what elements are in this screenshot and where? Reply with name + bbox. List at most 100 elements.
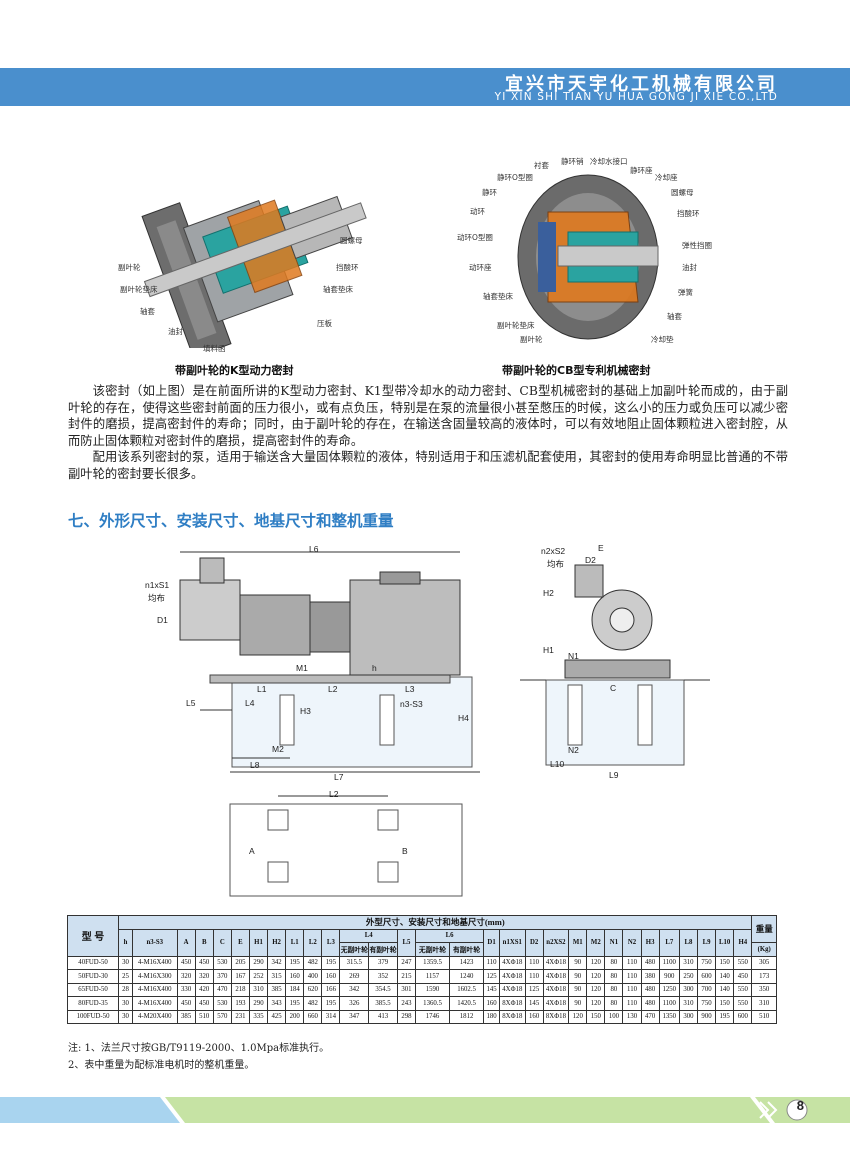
table-cell: 470 bbox=[212, 982, 232, 997]
company-name-en: YI XIN SHI TIAN YU HUA GONG JI XIE CO.,L… bbox=[494, 91, 778, 103]
table-cell: 30 bbox=[118, 955, 133, 970]
callout-label: 动环O型圈 bbox=[457, 233, 493, 242]
callout-label: 圆螺母 bbox=[340, 236, 363, 245]
col-l7: L7 bbox=[658, 928, 680, 957]
table-cell: 352 bbox=[368, 969, 398, 984]
table-cell: 310 bbox=[248, 982, 269, 997]
table-cell: 90 bbox=[568, 955, 588, 970]
table-cell: 370 bbox=[212, 969, 232, 984]
table-cell: 900 bbox=[696, 1009, 717, 1024]
callout-label: 动环 bbox=[470, 207, 485, 216]
model-cell: 50FUD-30 bbox=[66, 969, 120, 984]
company-name-cn: 宜兴市天宇化工机械有限公司 bbox=[505, 74, 778, 95]
table-cell: 1100 bbox=[658, 955, 680, 970]
table-cell: 750 bbox=[696, 996, 717, 1011]
table-cell: 385.5 bbox=[368, 996, 398, 1011]
group-header: 外型尺寸、安装尺寸和地基尺寸(mm) bbox=[118, 915, 753, 930]
table-cell: 530 bbox=[212, 955, 232, 970]
dimension-label: L8 bbox=[250, 760, 260, 770]
col-n2: N2 bbox=[622, 928, 642, 957]
callout-label: 冷却座 bbox=[655, 173, 678, 182]
dimension-label: L3 bbox=[405, 684, 415, 694]
dimension-label: L2 bbox=[328, 684, 338, 694]
callout-label: 副叶轮 bbox=[520, 335, 543, 344]
section-title: 七、外形尺寸、安装尺寸、地基尺寸和整机重量 bbox=[68, 512, 394, 530]
table-cell: 510 bbox=[194, 1009, 214, 1024]
callout-label: 油封 bbox=[682, 263, 697, 272]
col-h3: H3 bbox=[640, 928, 660, 957]
note-line: 注: 1、法兰尺寸按GB/T9119-2000、1.0Mpa标准执行。 bbox=[68, 1043, 330, 1054]
col-l6-with: 有副叶轮 bbox=[449, 942, 485, 957]
table-cell: 480 bbox=[640, 982, 660, 997]
notes: 注: 1、法兰尺寸按GB/T9119-2000、1.0Mpa标准执行。 2、表中… bbox=[68, 1040, 329, 1074]
table-cell: 342 bbox=[267, 955, 287, 970]
dimension-label: H3 bbox=[300, 706, 311, 716]
callout-label: 弹性挡圈 bbox=[682, 241, 712, 250]
table-cell: 298 bbox=[396, 1009, 417, 1024]
table-cell: 30 bbox=[118, 1009, 133, 1024]
col-h4: H4 bbox=[733, 928, 753, 957]
table-cell: 8XΦ18 bbox=[499, 996, 526, 1011]
table-cell: 700 bbox=[696, 982, 717, 997]
callout-label: 弹簧 bbox=[678, 288, 693, 297]
col-h: h bbox=[118, 928, 133, 957]
table-cell: 450 bbox=[176, 996, 196, 1011]
col-l8: L8 bbox=[678, 928, 698, 957]
table-cell: 450 bbox=[194, 996, 214, 1011]
table-cell: 354.5 bbox=[368, 982, 398, 997]
table-cell: 120 bbox=[586, 955, 606, 970]
col-d1: D1 bbox=[483, 928, 501, 957]
spec-table: 型 号 外型尺寸、安装尺寸和地基尺寸(mm) 重量 h n3-S3 A B C … bbox=[66, 915, 777, 1024]
dimension-label: M1 bbox=[296, 663, 308, 673]
table-cell: 195 bbox=[321, 996, 341, 1011]
callout-label: 冷却水接口 bbox=[590, 157, 628, 166]
table-cell: 145 bbox=[483, 982, 501, 997]
table-cell: 140 bbox=[715, 969, 735, 984]
header-band: 宜兴市天宇化工机械有限公司 YI XIN SHI TIAN YU HUA GON… bbox=[0, 68, 850, 106]
model-cell: 40FUD-50 bbox=[66, 955, 120, 970]
table-cell: 1250 bbox=[658, 982, 680, 997]
paragraph: 该密封（如上图）是在前面所讲的K型动力密封、K1型带冷却水的动力密封、CB型机械… bbox=[68, 384, 788, 448]
table-cell: 184 bbox=[285, 982, 305, 997]
table-cell: 482 bbox=[303, 996, 323, 1011]
col-l2: L2 bbox=[303, 928, 323, 957]
table-cell: 425 bbox=[267, 1009, 287, 1024]
table-cell: 200 bbox=[285, 1009, 305, 1024]
callout-label: 填料函 bbox=[203, 344, 226, 353]
col-model: 型 号 bbox=[66, 915, 120, 957]
table-cell: 660 bbox=[303, 1009, 323, 1024]
table-cell: 4-M16X400 bbox=[131, 955, 178, 970]
callout-label: 挡酸环 bbox=[336, 263, 359, 272]
table-cell: 110 bbox=[622, 996, 642, 1011]
table-cell: 482 bbox=[303, 955, 323, 970]
table-cell: 4-M16X300 bbox=[131, 969, 178, 984]
front-view-drawing bbox=[179, 551, 480, 773]
table-cell: 247 bbox=[396, 955, 417, 970]
table-cell: 314 bbox=[321, 1009, 341, 1024]
col-weight: 重量 bbox=[751, 915, 777, 943]
dimension-label: n3-S3 bbox=[400, 699, 423, 709]
table-cell: 110 bbox=[524, 955, 544, 970]
table-cell: 450 bbox=[733, 969, 753, 984]
table-cell: 4XΦ18 bbox=[499, 969, 526, 984]
col-l6: L6 bbox=[414, 928, 485, 943]
callout-label: 静环销 bbox=[561, 157, 584, 166]
table-cell: 305 bbox=[751, 955, 777, 970]
table-cell: 310 bbox=[678, 955, 698, 970]
table-cell: 195 bbox=[321, 955, 341, 970]
table-cell: 195 bbox=[285, 955, 305, 970]
col-n3s3: n3-S3 bbox=[131, 928, 178, 957]
table-cell: 193 bbox=[230, 996, 250, 1011]
table-cell: 110 bbox=[483, 955, 501, 970]
plan-view-drawing bbox=[229, 795, 463, 897]
callout-label: 圆螺母 bbox=[671, 188, 694, 197]
table-cell: 243 bbox=[396, 996, 417, 1011]
callout-label: 副叶轮 bbox=[118, 263, 141, 272]
dimension-label: C bbox=[610, 683, 617, 693]
table-cell: 80 bbox=[604, 969, 624, 984]
col-d2: D2 bbox=[524, 928, 544, 957]
table-cell: 4-M20X400 bbox=[131, 1009, 178, 1024]
